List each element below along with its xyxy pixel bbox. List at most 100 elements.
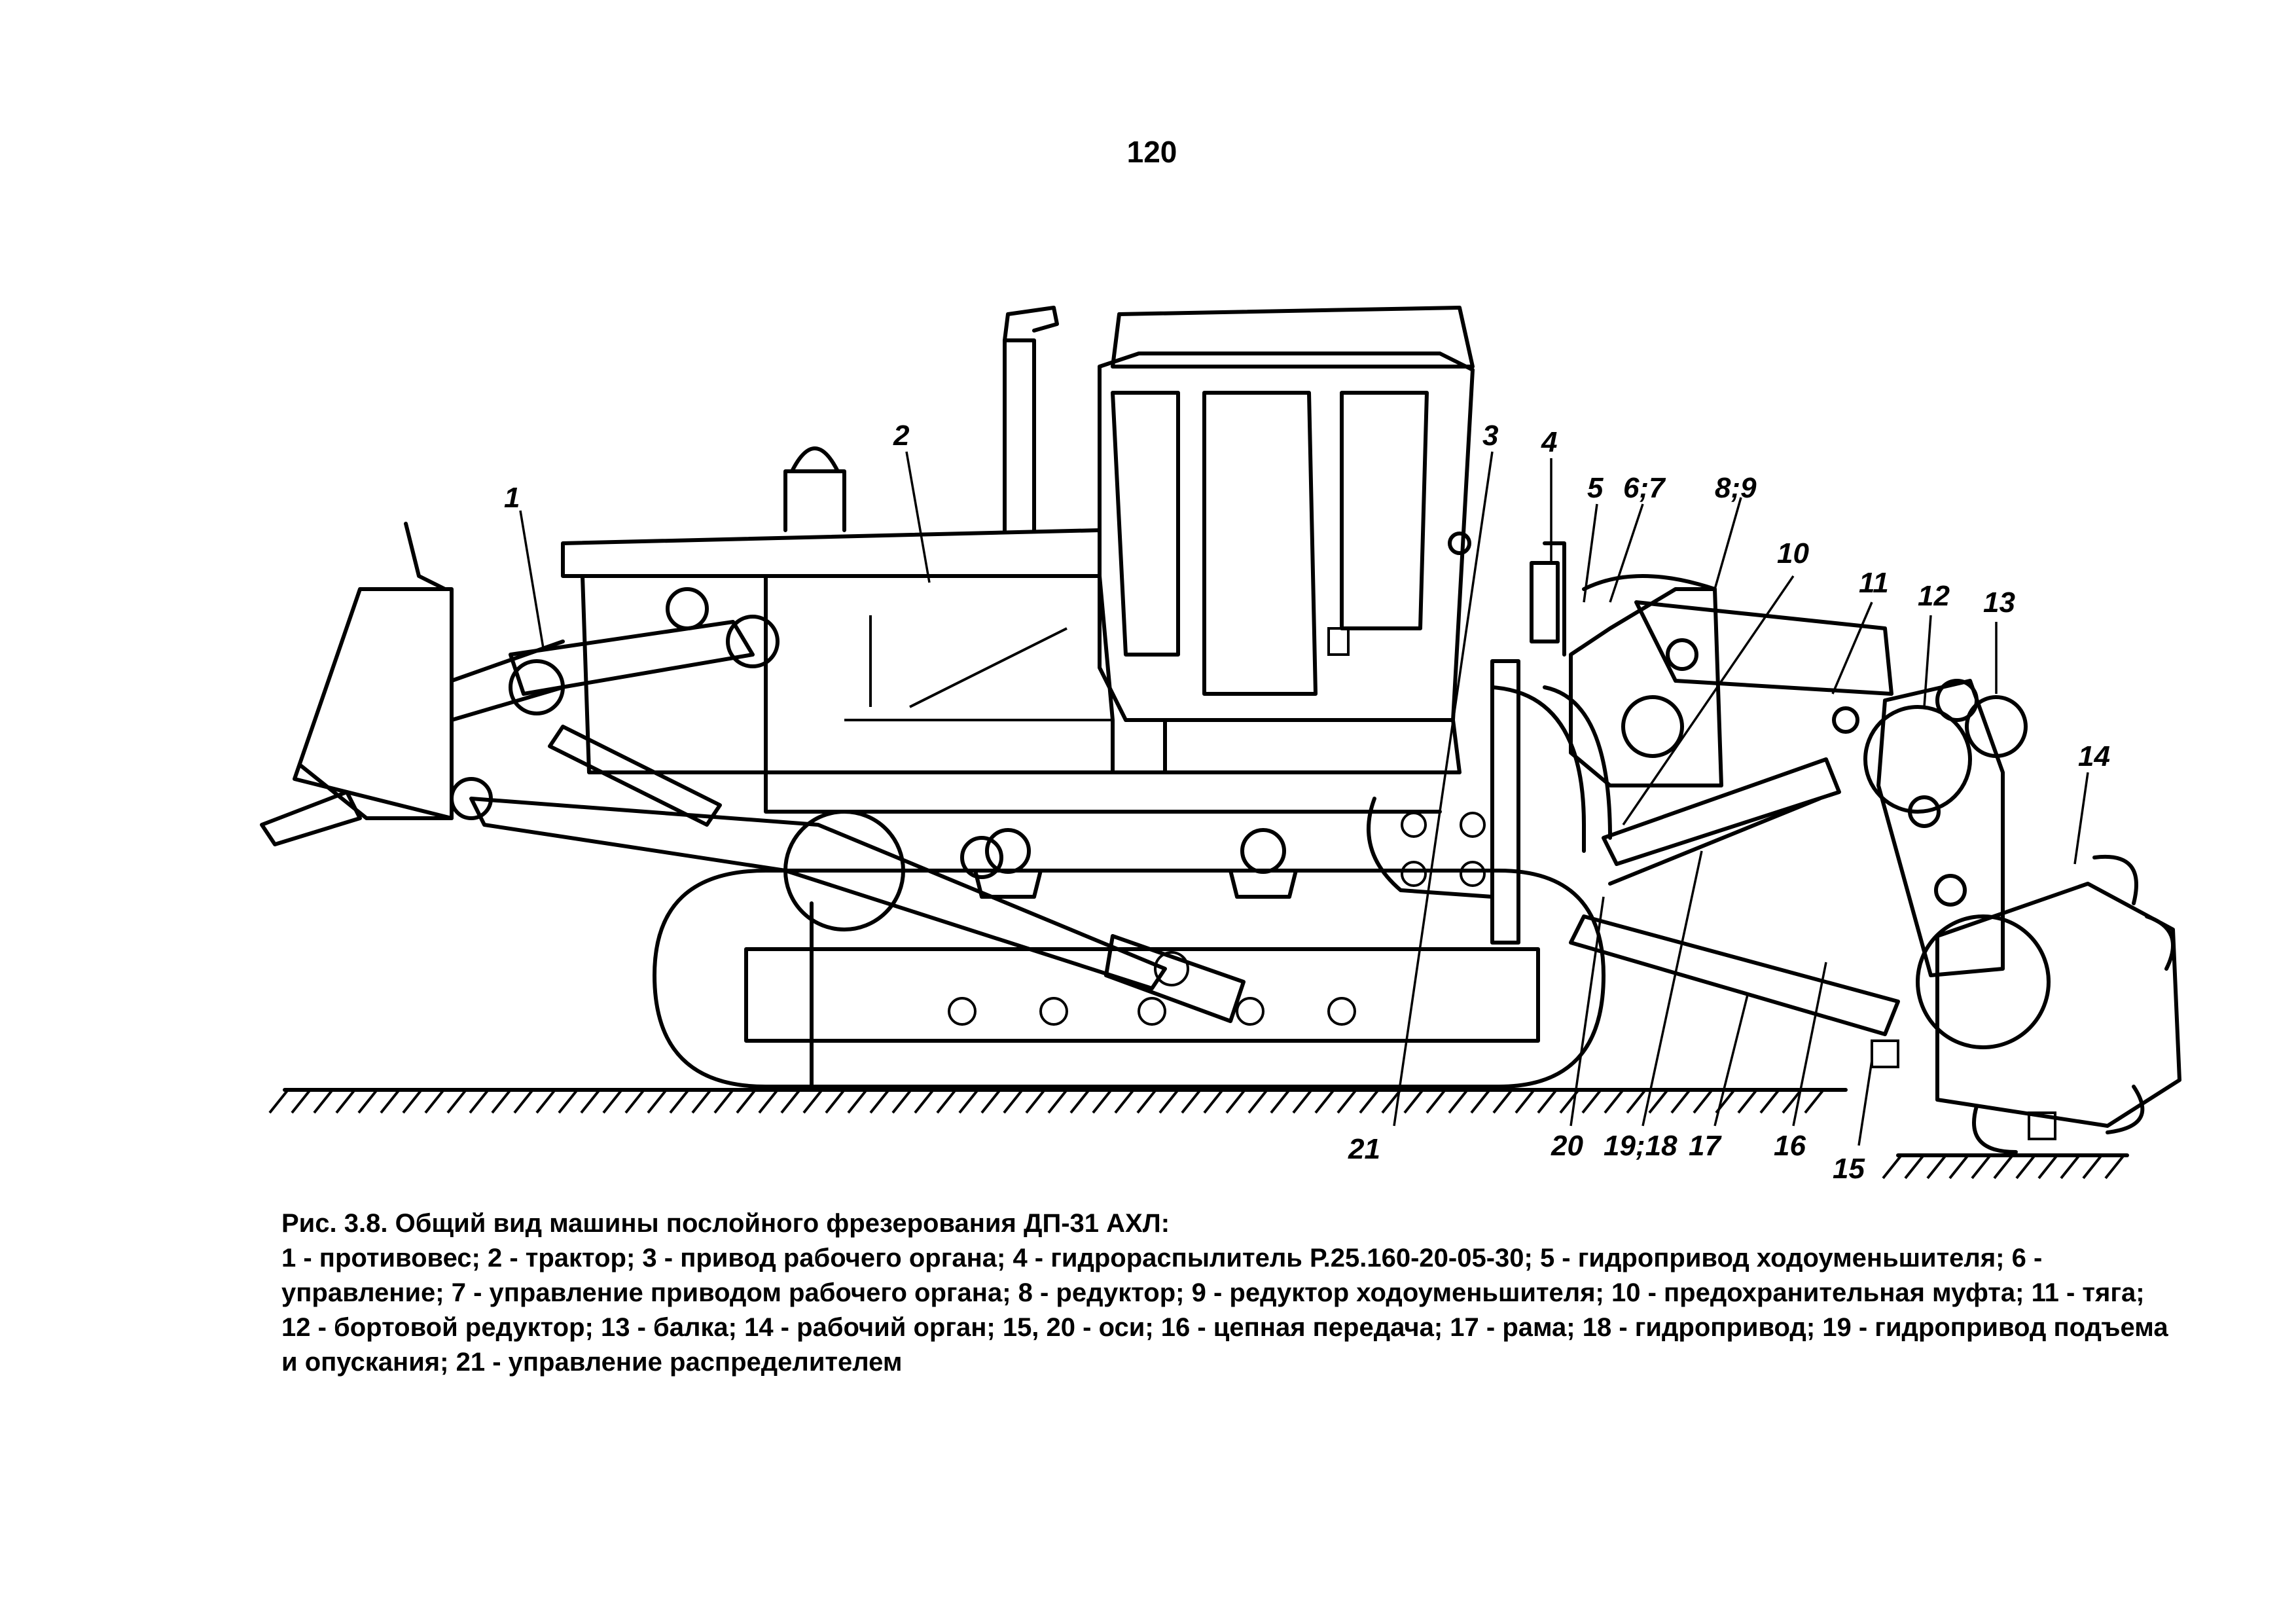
cab [1098, 306, 1475, 774]
hatch-line [1314, 1089, 1335, 1114]
hatch-line [891, 1089, 912, 1114]
hatch-line [357, 1089, 378, 1114]
callout-1: 1 [504, 482, 520, 514]
callout-4: 4 [1541, 426, 1557, 458]
hatch-line [1804, 1089, 1825, 1114]
hatch-line [1181, 1089, 1202, 1114]
hatch-line [1381, 1089, 1402, 1114]
callout-20: 20 [1551, 1130, 1583, 1162]
callout-11: 11 [1859, 567, 1889, 599]
hatch-line [291, 1089, 312, 1114]
callouts: 1 2 3 4 5 6;7 8;9 10 11 12 13 14 15 16 1… [504, 420, 2110, 1185]
hatch-line [335, 1089, 356, 1114]
callout-21: 21 [1348, 1133, 1380, 1165]
working-body [1863, 679, 2181, 1154]
hatch-line [424, 1089, 445, 1114]
hatch-line [1403, 1089, 1424, 1114]
hatch-line [1114, 1089, 1135, 1114]
hatch-line [1537, 1089, 1558, 1114]
counterweight [260, 522, 780, 846]
hatch-line [980, 1089, 1001, 1114]
callout-2: 2 [893, 420, 910, 452]
hatch-line [1069, 1089, 1090, 1114]
hatch-line [1926, 1154, 1947, 1180]
callout-8-9: 8;9 [1715, 472, 1757, 504]
hatch-line [1515, 1089, 1535, 1114]
callout-16: 16 [1774, 1130, 1806, 1162]
hatch-line [1737, 1089, 1758, 1114]
hatch-line [313, 1089, 334, 1114]
hatch-line [1247, 1089, 1268, 1114]
crawler-track [653, 810, 1605, 1089]
ground [268, 1088, 2129, 1180]
leader-lines [519, 451, 2089, 1146]
hatch-line [1136, 1089, 1157, 1114]
hatch-line [691, 1089, 712, 1114]
hatch-line [1336, 1089, 1357, 1114]
figure-caption: Рис. 3.8. Общий вид машины послойного фр… [281, 1206, 2179, 1380]
hatch-line [958, 1089, 979, 1114]
callout-17: 17 [1689, 1130, 1722, 1162]
callout-19-18: 19;18 [1604, 1130, 1677, 1162]
hatch-line [847, 1089, 868, 1114]
hatch-line [446, 1089, 467, 1114]
hatch-line [2082, 1154, 2103, 1180]
hatch-line [513, 1089, 534, 1114]
hatch-line [1948, 1154, 1969, 1180]
callout-15: 15 [1833, 1153, 1865, 1185]
hatch-line [869, 1089, 890, 1114]
callout-5: 5 [1587, 472, 1604, 504]
hatch-line [1782, 1089, 1803, 1114]
hatch-line [1693, 1089, 1713, 1114]
hatch-line [669, 1089, 690, 1114]
hatch-line [713, 1089, 734, 1114]
hatch-line [1225, 1089, 1246, 1114]
hatch-line [2104, 1154, 2125, 1180]
hatch-line [558, 1089, 579, 1114]
hatch-line [936, 1089, 957, 1114]
hatch-line [1025, 1089, 1046, 1114]
ground-hatching [268, 1089, 2125, 1180]
hatch-line [758, 1089, 779, 1114]
hatch-line [491, 1089, 512, 1114]
hatch-line [1158, 1089, 1179, 1114]
hatch-line [580, 1089, 601, 1114]
callout-12: 12 [1918, 580, 1950, 612]
hatch-line [402, 1089, 423, 1114]
hatch-line [1003, 1089, 1024, 1114]
hatch-line [1492, 1089, 1513, 1114]
caption-legend: 1 - противовес; 2 - трактор; 3 - привод … [281, 1244, 2168, 1377]
callout-3: 3 [1482, 420, 1498, 452]
rear-units [1367, 532, 1979, 945]
hatch-line [1882, 1154, 1903, 1180]
hatch-line [825, 1089, 846, 1114]
hatch-line [780, 1089, 801, 1114]
hatch-line [380, 1089, 401, 1114]
hatch-line [1670, 1089, 1691, 1114]
hatch-line [1448, 1089, 1469, 1114]
hatch-line [914, 1089, 935, 1114]
caption-title: Рис. 3.8. Общий вид машины послойного фр… [281, 1209, 1170, 1238]
hatch-line [1993, 1154, 2014, 1180]
hatch-line [602, 1089, 623, 1114]
hatch-line [2037, 1154, 2058, 1180]
callout-10: 10 [1777, 537, 1809, 569]
hatch-line [2060, 1154, 2081, 1180]
callout-13: 13 [1983, 586, 2015, 619]
hatch-line [624, 1089, 645, 1114]
hatch-line [647, 1089, 668, 1114]
frame-arms [469, 725, 1900, 1036]
hatch-line [2015, 1154, 2036, 1180]
hatch-line [535, 1089, 556, 1114]
hatch-line [1092, 1089, 1113, 1114]
hatch-line [1292, 1089, 1313, 1114]
hatch-line [1270, 1089, 1291, 1114]
hatch-line [1470, 1089, 1491, 1114]
hatch-line [736, 1089, 757, 1114]
hatch-line [1203, 1089, 1224, 1114]
hatch-line [469, 1089, 490, 1114]
hatch-line [1047, 1089, 1068, 1114]
hatch-line [1648, 1089, 1669, 1114]
hatch-line [1581, 1089, 1602, 1114]
